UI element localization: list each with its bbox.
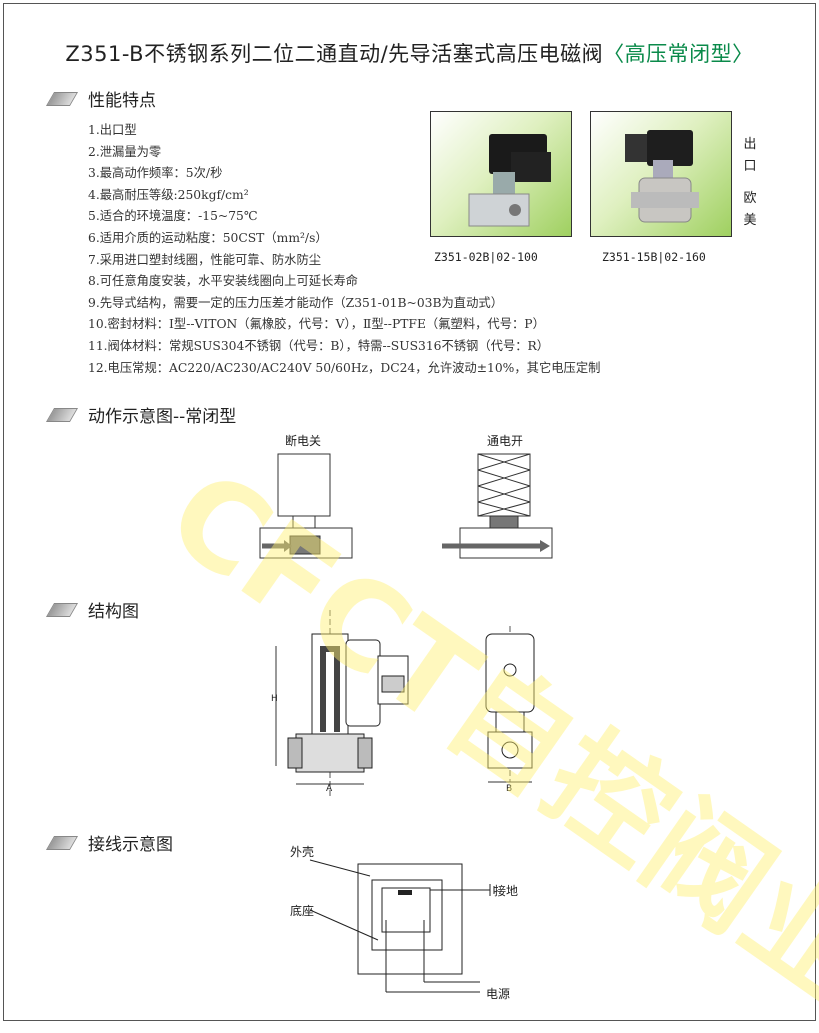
side-char: 出 (743, 137, 757, 152)
section-marker-icon (45, 835, 79, 850)
wiring-base-label: 底座 (290, 904, 315, 918)
section-structure: 结构图 (45, 597, 139, 622)
side-char: 口 (743, 159, 757, 174)
dimension-a-label: A (326, 784, 333, 794)
wiring-ground-label: 接地 (494, 884, 519, 898)
feature-item: 8.可任意角度安装，水平安装线圈向上可延长寿命 (88, 274, 358, 289)
page-frame (3, 3, 816, 1021)
side-label: 出 口 欧 美 (742, 134, 758, 232)
open-valve-diagram (442, 453, 553, 559)
feature-item: 12.电压常规：AC220/AC230/AC240V 50/60Hz，DC24，… (88, 360, 601, 375)
page-title: Z351-B不锈钢系列二位二通直动/先导活塞式高压电磁阀〈高压常闭型〉 (0, 38, 819, 68)
action-diagram (259, 453, 553, 559)
side-char: 美 (743, 213, 757, 228)
section-marker-icon (45, 602, 79, 617)
section-title: 性能特点 (88, 91, 156, 111)
feature-item: 9.先导式结构，需要一定的压力压差才能动作（Z351-01B~03B为直动式） (88, 295, 503, 310)
feature-list: 1.出口型 2.泄漏量为零 3.最高动作频率：5次/秒 4.最高耐压等级:250… (88, 120, 600, 379)
section-action: 动作示意图--常闭型 (45, 402, 237, 427)
feature-item: 7.采用进口塑封线圈，性能可靠、防水防尘 (88, 252, 322, 267)
wiring-diagram (309, 859, 495, 993)
side-char: 欧 (743, 191, 757, 206)
dimension-b-label: B (506, 784, 513, 794)
wiring-shell-label: 外壳 (290, 845, 315, 859)
section-marker-icon (45, 407, 79, 422)
feature-item: 11.阀体材料：常规SUS304不锈钢（代号：B），特需--SUS316不锈钢（… (88, 338, 550, 353)
product-photo-caption: Z351-15B|02-160 (602, 250, 706, 264)
feature-item: 6.适用介质的运动粘度：50CST（mm²/s） (88, 230, 328, 245)
section-title: 接线示意图 (88, 835, 173, 855)
feature-item: 3.最高动作频率：5次/秒 (88, 166, 223, 181)
product-photo-caption: Z351-02B|02-100 (434, 250, 538, 264)
feature-item: 10.密封材料：Ⅰ型--VITON（氟橡胶，代号：V），Ⅱ型--PTFE（氟塑料… (88, 317, 545, 332)
dimension-h-label: H (271, 694, 278, 704)
action-off-label: 断电关 (285, 434, 322, 448)
section-marker-icon (45, 91, 79, 106)
wiring-power-label: 电源 (486, 987, 511, 1001)
title-main: Z351-B不锈钢系列二位二通直动/先导活塞式高压电磁阀 (65, 42, 604, 66)
section-features: 性能特点 (45, 86, 156, 111)
section-wiring: 接线示意图 (45, 830, 173, 855)
product-photo-1 (430, 111, 572, 237)
feature-item: 2.泄漏量为零 (88, 144, 162, 159)
feature-item: 5.适合的环境温度：-15~75℃ (88, 209, 258, 224)
title-type: 〈高压常闭型〉 (603, 42, 754, 66)
structure-drawing (275, 610, 535, 796)
feature-item: 4.最高耐压等级:250kgf/cm² (88, 187, 249, 202)
section-title: 结构图 (88, 602, 139, 622)
product-photo-2 (590, 111, 732, 237)
feature-item: 1.出口型 (88, 123, 137, 137)
action-on-label: 通电开 (487, 434, 524, 448)
section-title: 动作示意图--常闭型 (88, 407, 237, 427)
closed-valve-diagram (259, 453, 353, 559)
